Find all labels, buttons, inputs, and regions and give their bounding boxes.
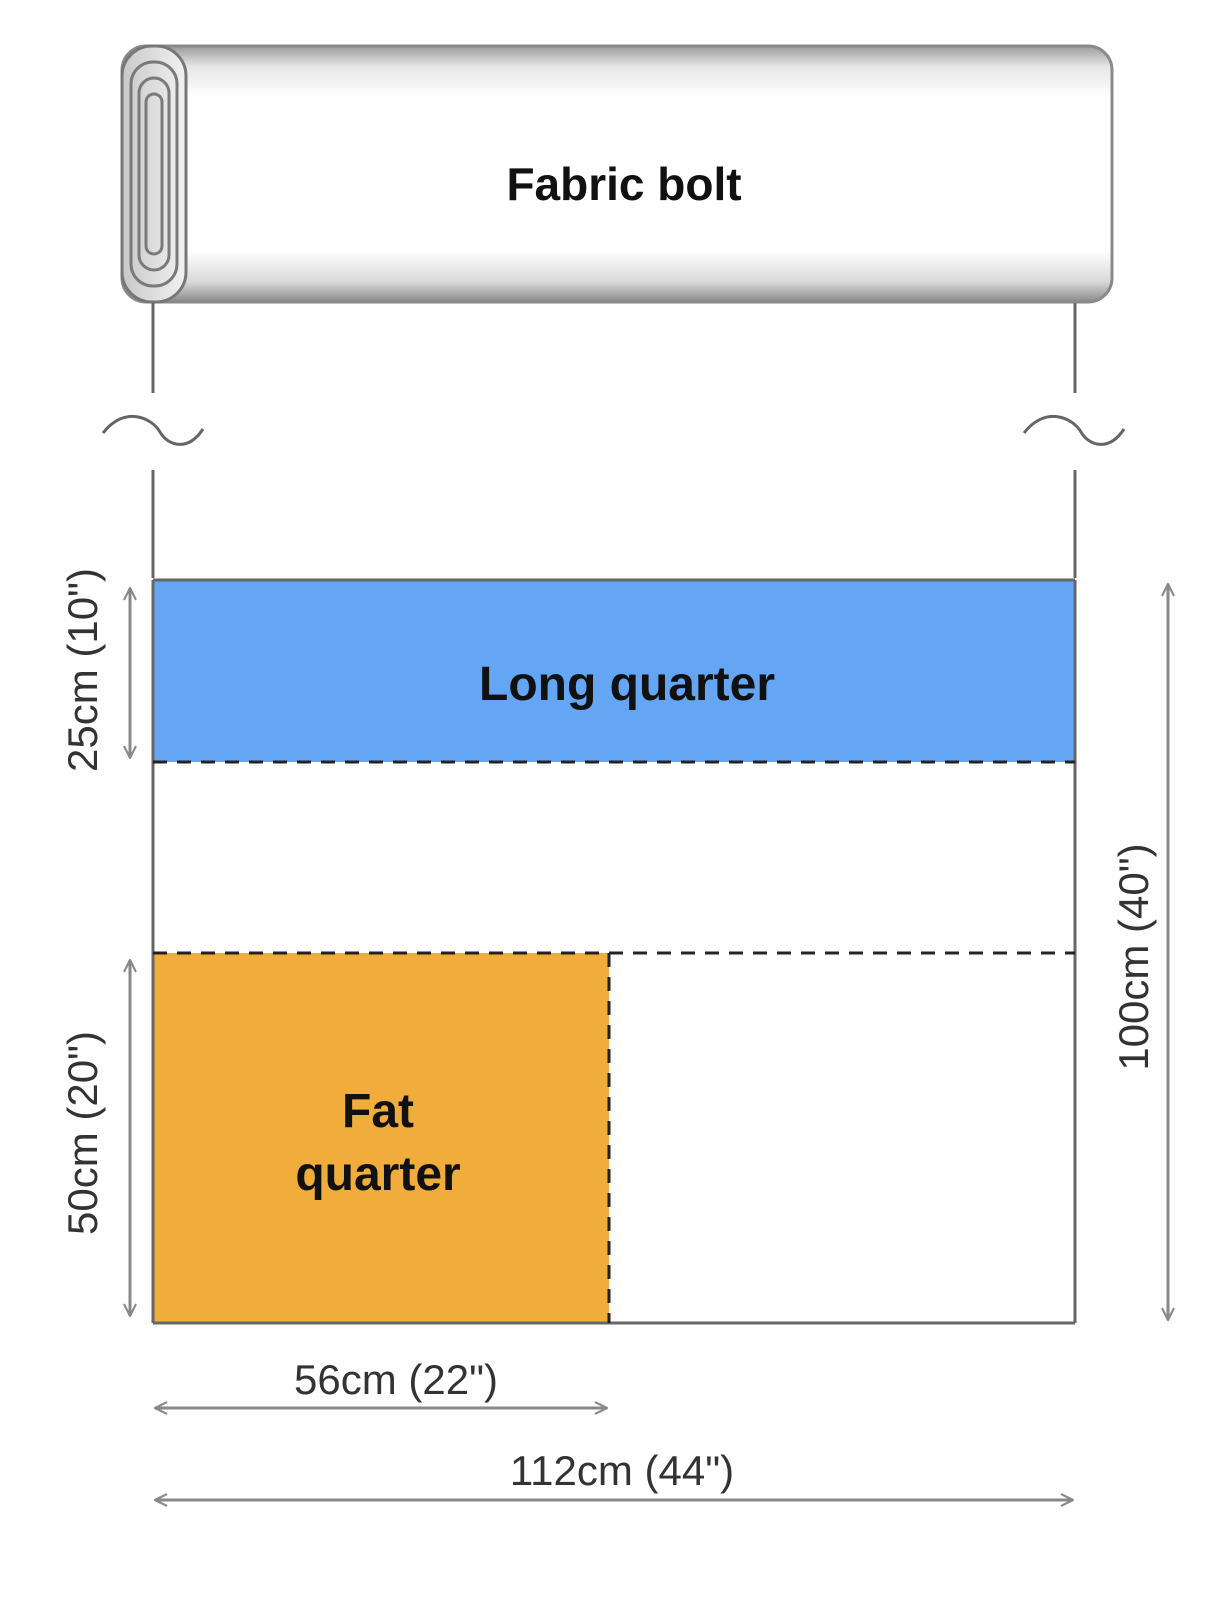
fat-quarter-label-line2: quarter [295,1148,460,1201]
fat-quarter-width-label: 56cm (22") [294,1356,498,1403]
long-quarter-label: Long quarter [479,658,775,711]
long-quarter-height-label: 25cm (10") [59,568,106,772]
fat-quarter-label-line1: Fat [342,1085,414,1138]
bolt-end-rolls [120,44,188,304]
long-quarter-region [153,580,1075,762]
full-height-label: 100cm (40") [1110,843,1157,1070]
fabric-bolt: Fabric bolt [120,44,1114,304]
fat-quarter-height-label: 50cm (20") [59,1031,106,1235]
fat-quarter-piece: Fat quarter [153,953,609,1323]
dimension-labels: 25cm (10") 50cm (20") 100cm (40") 56cm (… [59,568,1157,1494]
right-break-mark [1022,415,1126,446]
left-break-mark [101,415,205,446]
long-quarter-piece: Long quarter [153,580,1075,762]
dimension-arrows [123,582,1175,1507]
bolt-label: Fabric bolt [506,158,741,210]
fabric-side-edges [101,303,1126,578]
full-width-label: 112cm (44") [510,1447,734,1494]
fat-quarter-region [153,953,609,1323]
fabric-outline [151,578,1077,1325]
